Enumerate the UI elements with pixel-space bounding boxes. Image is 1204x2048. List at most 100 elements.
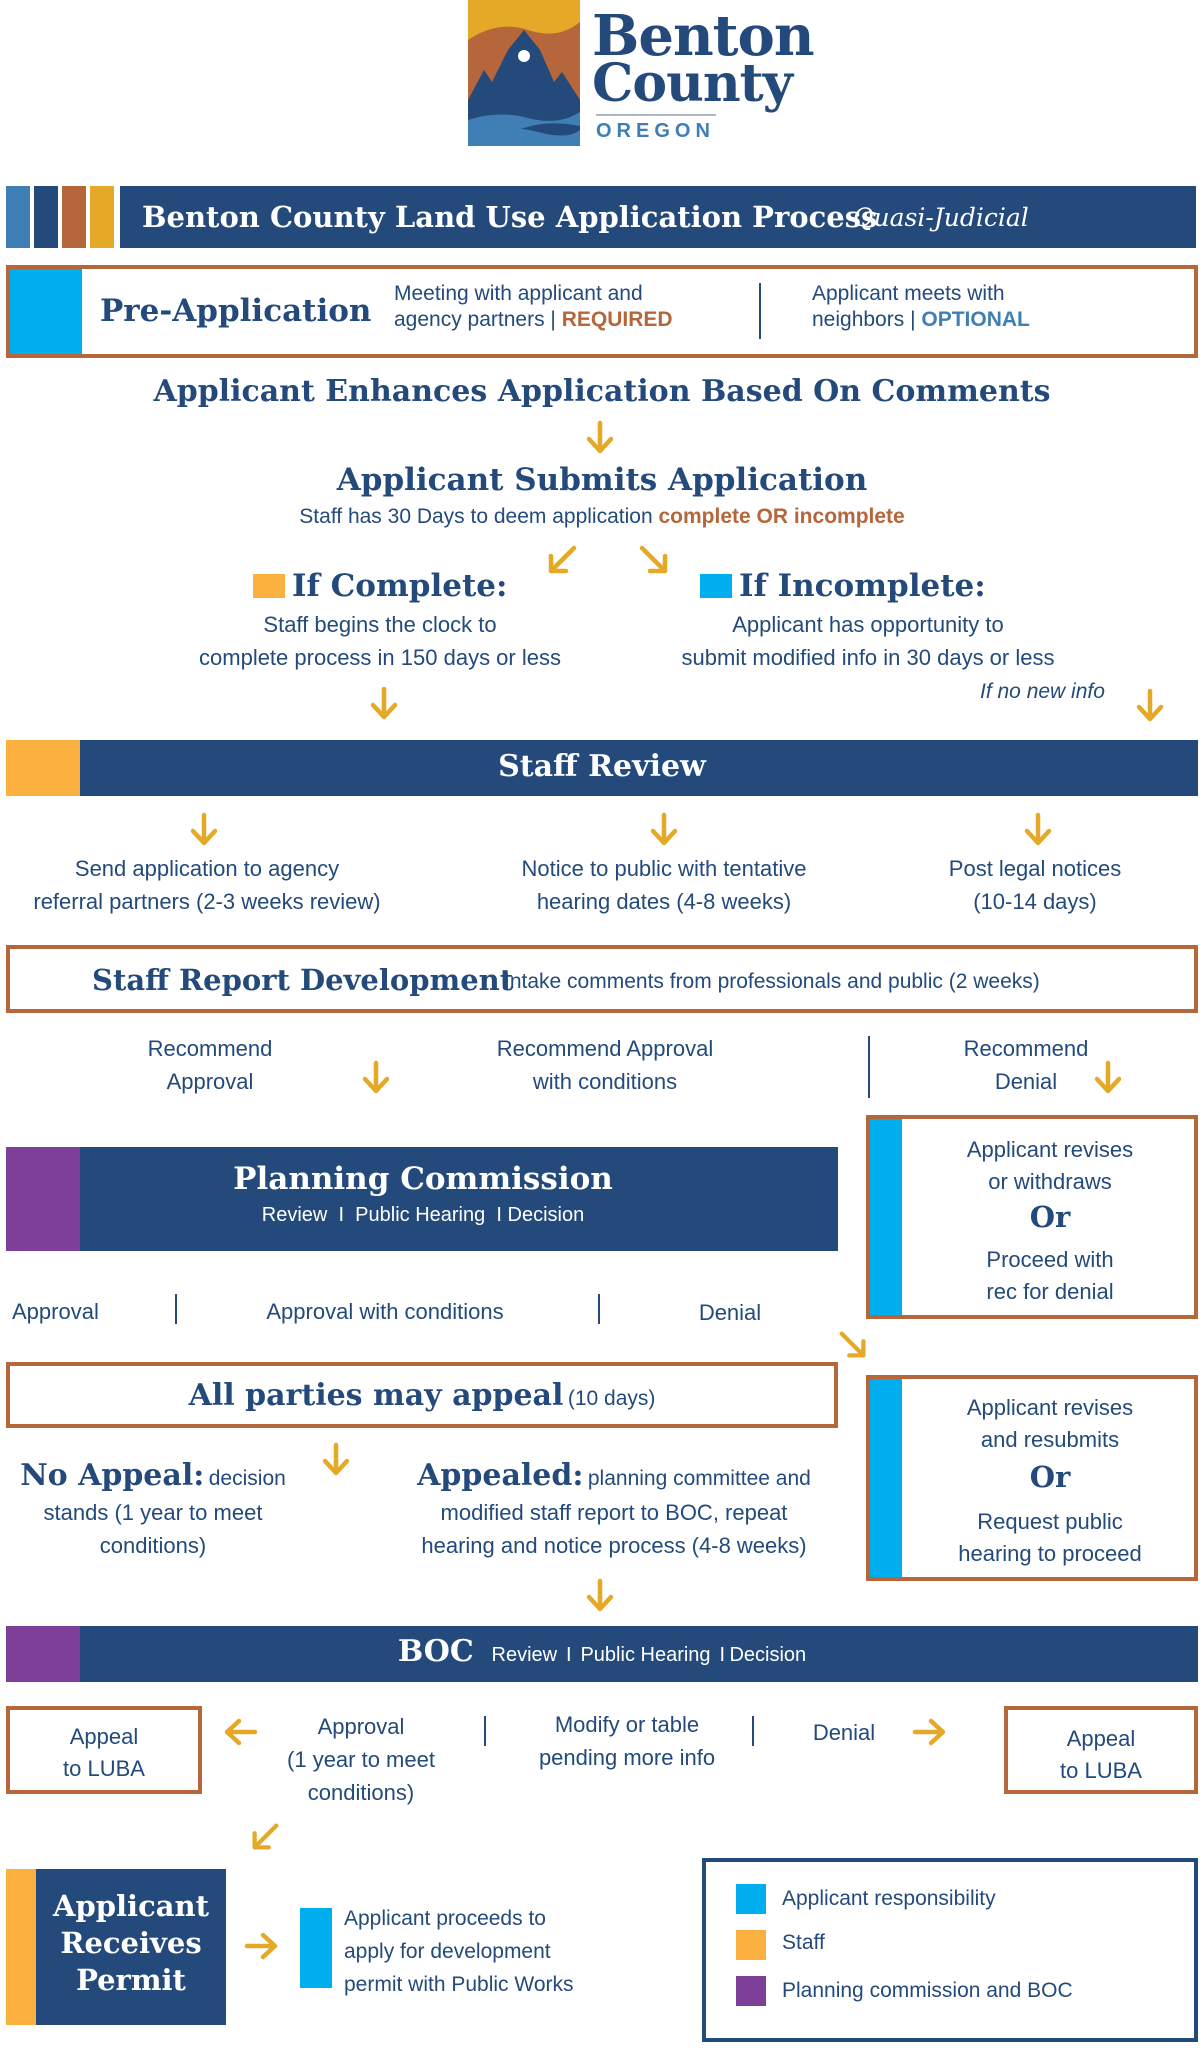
pre-application-neighbors: Applicant meets with neighbors | OPTIONA… <box>812 281 1030 333</box>
legend-swatch-staff <box>736 1930 766 1960</box>
logo-divider <box>596 114 716 116</box>
proceeds-line3: permit with Public Works <box>344 1973 574 1996</box>
legend-swatch-commission <box>736 1976 766 2006</box>
side1-or: Or <box>1029 1200 1071 1234</box>
boc-modify-line2: pending more info <box>538 1745 716 1770</box>
review-item-notice-line1: Notice to public with tentative <box>521 856 807 881</box>
planning-commission-bar <box>80 1147 838 1251</box>
luba-left-line1: Appeal <box>69 1724 139 1749</box>
side-box-revise-resubmit-swatch <box>870 1379 902 1577</box>
arrow-down-right-icon <box>836 1328 870 1362</box>
arrow-right-icon <box>244 1928 280 1964</box>
proceeds-text: Applicant proceeds to apply for developm… <box>344 1902 574 2001</box>
boc-approval-line2: (1 year to meet <box>287 1747 435 1772</box>
arrow-down-icon <box>646 812 682 848</box>
boc-approval-line3: conditions) <box>307 1780 415 1805</box>
side2-line4: hearing to proceed <box>958 1541 1142 1566</box>
luba-right-line1: Appeal <box>1066 1726 1136 1751</box>
planning-commission-subtitle: Review I Public Hearing I Decision <box>80 1200 766 1230</box>
arrow-down-icon <box>366 686 402 722</box>
pre-application-meeting-line1: Meeting with applicant and <box>394 282 643 305</box>
side1-line2: or withdraws <box>988 1169 1112 1194</box>
pre-application-box: Pre-Application Meeting with applicant a… <box>6 265 1198 358</box>
recommend-divider <box>868 1036 870 1098</box>
boc-sub-hearing: Public Hearing <box>580 1644 711 1666</box>
incomplete-line2: submit modified info in 30 days or less <box>681 645 1055 670</box>
arrow-down-icon <box>1020 812 1056 848</box>
boc-sub-sep: I <box>566 1644 572 1666</box>
side2-line2: and resubmits <box>980 1427 1120 1452</box>
arrow-right-icon <box>912 1714 948 1750</box>
appealed-block: Appealed: planning committee and modifie… <box>384 1456 844 1562</box>
permit-text: Applicant Receives Permit <box>36 1888 226 1999</box>
header-title: Benton County Land Use Application Proce… <box>142 200 878 234</box>
side2-line3: Request public <box>977 1509 1123 1534</box>
side1-line1: Applicant revises <box>966 1137 1134 1162</box>
planning-commission-swatch <box>6 1147 80 1251</box>
proceeds-line2: apply for development <box>344 1940 551 1963</box>
pc-outcome-divider <box>175 1294 177 1324</box>
pc-outcome-conditions: Approval with conditions <box>266 1299 504 1324</box>
boc-swatch <box>6 1626 80 1682</box>
incomplete-line1: Applicant has opportunity to <box>732 612 1004 637</box>
boc-sub-decision: Decision <box>729 1644 807 1666</box>
pc-outcome-approval: Approval <box>12 1299 99 1324</box>
recommend-approval-line2: Approval <box>166 1069 254 1094</box>
review-item-referral-line1: Send application to agency <box>74 856 340 881</box>
logo-line-county: County <box>592 53 793 114</box>
boc-approval-line1: Approval <box>317 1714 405 1739</box>
arrow-down-icon <box>582 1578 618 1614</box>
submit-text-highlight: complete OR incomplete <box>658 505 905 528</box>
luba-right-box: Appeal to LUBA <box>1004 1706 1198 1794</box>
boc-sub-review: Review <box>491 1644 558 1666</box>
planning-commission-title: Planning Commission <box>233 1161 613 1197</box>
staff-review-title: Staff Review <box>498 749 706 784</box>
side-box-revise-resubmit: Applicant revises and resubmits Or Reque… <box>866 1375 1198 1581</box>
side2-or: Or <box>1029 1460 1071 1494</box>
complete-line1: Staff begins the clock to <box>263 612 497 637</box>
review-item-legal-line1: Post legal notices <box>948 856 1122 881</box>
permit-line2: Receives <box>60 1926 202 1960</box>
boc-bar-text: BOC Review I Public Hearing I Decision <box>0 1632 1204 1672</box>
arrow-down-icon <box>1132 688 1168 724</box>
appealed-line1: Appealed: planning committee and <box>384 1456 844 1496</box>
pre-application-meeting: Meeting with applicant and agency partne… <box>394 281 673 333</box>
logo-line-benton: Benton <box>592 3 815 69</box>
header-subtitle: Quasi-Judicial <box>853 203 1029 232</box>
arrow-down-icon <box>582 420 618 456</box>
boc-sub-sep: I <box>719 1644 725 1666</box>
pre-application-neighbors-line1: Applicant meets with <box>812 282 1005 305</box>
recommend-denial-line2: Denial <box>994 1069 1058 1094</box>
complete-swatch <box>253 574 285 598</box>
boc-title: BOC <box>397 1634 474 1669</box>
no-appeal-text3: conditions) <box>99 1533 207 1558</box>
staff-report-title: Staff Report Development <box>92 963 514 997</box>
permit-box <box>36 1869 226 2025</box>
pc-outcome-divider <box>598 1294 600 1324</box>
boc-outcome-divider <box>484 1716 486 1746</box>
stripe-rust <box>62 186 86 248</box>
no-new-info-label: If no new info <box>980 680 1105 703</box>
side1-line3: Proceed with <box>986 1247 1114 1272</box>
pre-application-title: Pre-Application <box>100 293 372 329</box>
arrow-down-right-icon <box>636 542 672 578</box>
proceeds-swatch <box>300 1908 332 1988</box>
review-item-legal-line2: (10-14 days) <box>973 889 1097 914</box>
appealed-title: Appealed: <box>417 1458 584 1493</box>
arrow-left-icon <box>222 1714 258 1750</box>
permit-swatch <box>6 1869 36 2025</box>
staff-review-bar <box>80 740 1198 796</box>
arrow-down-icon <box>318 1442 354 1478</box>
luba-left-box: Appeal to LUBA <box>6 1706 202 1794</box>
legend-label-applicant: Applicant responsibility <box>782 1887 996 1910</box>
complete-title: If Complete: <box>292 568 508 604</box>
review-item-referral-line2: referral partners (2-3 weeks review) <box>33 889 381 914</box>
incomplete-title: If Incomplete: <box>739 568 986 604</box>
county-logo: Benton County OREGON <box>468 0 815 148</box>
arrow-down-icon <box>1090 1060 1126 1096</box>
pre-application-divider <box>759 283 761 339</box>
appeal-box: All parties may appeal (10 days) <box>6 1362 838 1428</box>
pre-application-meeting-line2: agency partners | <box>394 308 556 331</box>
arrow-down-icon <box>358 1060 394 1096</box>
appealed-text2: modified staff report to BOC, repeat <box>440 1500 788 1525</box>
